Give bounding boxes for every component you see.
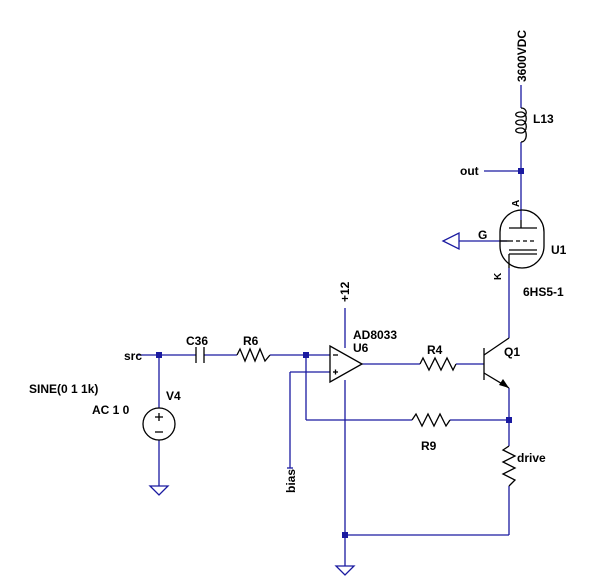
r9-label: R9 [421,439,437,453]
opamp-ref-label: U6 [353,341,369,355]
r4-label: R4 [427,343,443,357]
opamp-supply-label: +12 [338,281,352,302]
drive-label: drive [517,451,546,465]
voltage-source-v4 [142,407,176,441]
grid-ground-symbol [441,231,460,251]
bias-net-label: bias [284,469,298,493]
supply-label: 3600VDC [515,30,529,82]
resistor-r6 [236,347,271,363]
opamp-model-label: AD8033 [353,328,397,342]
junction-dots [156,168,524,538]
opamp-u6 [329,344,364,384]
cathode-label: K [493,272,504,280]
transistor-label: Q1 [504,345,520,359]
labels: 3600VDC L13 out A G K U1 6HS5-1 +12 AD80… [29,30,567,493]
source-ref-label: V4 [166,389,181,403]
capacitor-c36 [195,347,205,363]
resistor-r4 [419,356,457,372]
ground-opamp [334,565,356,576]
transistor-q1 [483,337,510,389]
r6-label: R6 [243,334,259,348]
vacuum-tube-u1 [499,209,545,269]
grid-label: G [478,228,487,242]
inductor-label: L13 [533,112,554,126]
cap-label: C36 [186,334,208,348]
ground-v4 [148,485,170,496]
inductor-l13 [515,107,527,143]
source-spec2-label: AC 1 0 [92,403,130,417]
source-spec1-label: SINE(0 1 1k) [29,382,98,396]
wires [137,85,522,566]
out-net-label: out [460,164,479,178]
resistor-drive [501,445,517,487]
tube-ref-label: U1 [551,243,567,257]
src-net-label: src [124,349,142,363]
tube-model-label: 6HS5-1 [523,285,564,299]
resistor-r9 [411,412,451,428]
anode-label: A [511,200,522,207]
